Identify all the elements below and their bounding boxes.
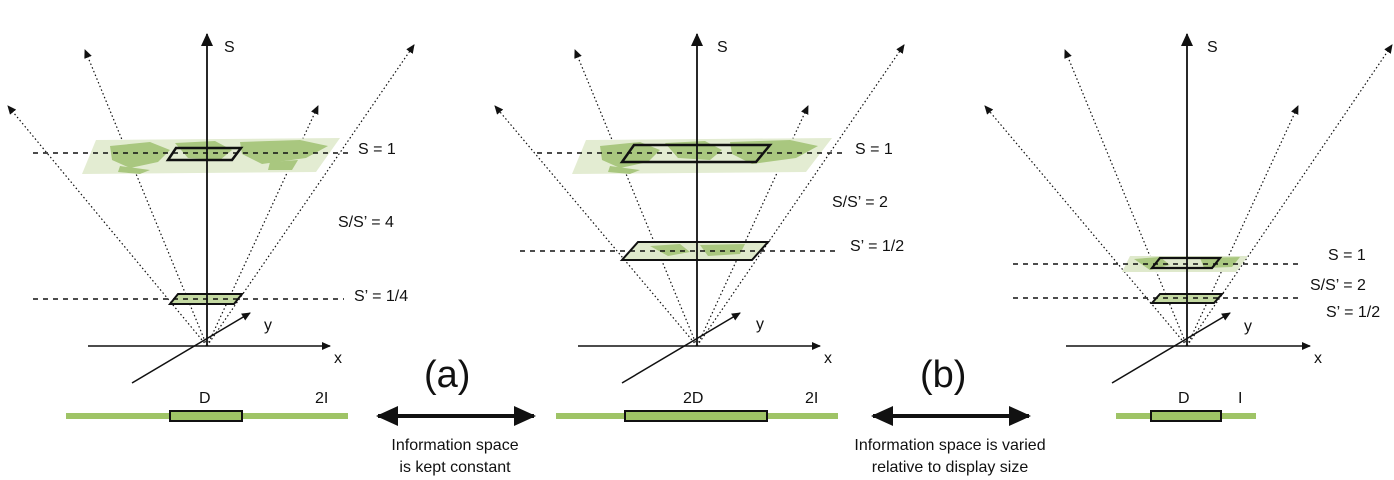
ratio-label: S/S’ = 2 <box>1310 277 1366 294</box>
comparison-a-caption-line1: Information space <box>391 437 518 454</box>
panel-3: S x y S = 1 S/S’ = 2 S’ = 1/2 D I <box>984 33 1393 422</box>
panel-1: S x y S = 1 S/S’ = 4 S’ = 1/4 D 2I <box>7 33 415 422</box>
panel-2: S x y S = 1 S/S’ = 2 S’ = 1/2 2D 2I <box>494 33 905 422</box>
ratio-label: S/S’ = 2 <box>832 194 888 211</box>
axis-x-label: x <box>334 350 342 367</box>
map-plane-top <box>572 138 832 174</box>
comparison-b-caption-line2: relative to display size <box>872 459 1029 476</box>
comparison-b: (b) Information space is varied relative… <box>854 354 1045 476</box>
view-rays <box>494 44 905 347</box>
bottom-plane-label: S’ = 1/2 <box>850 238 904 255</box>
display-bar: D 2I <box>66 390 348 422</box>
info-label: 2I <box>805 390 818 407</box>
axis-y-label: y <box>756 316 764 333</box>
display-bar: 2D 2I <box>556 390 838 422</box>
axis-s-label: S <box>224 39 235 56</box>
info-label: 2I <box>315 390 328 407</box>
comparison-a-caption-line2: is kept constant <box>399 459 511 476</box>
comparison-a-label: (a) <box>424 354 470 396</box>
top-plane-label: S = 1 <box>358 141 396 158</box>
display-label: D <box>199 390 211 407</box>
axis-x-label: x <box>1314 350 1322 367</box>
comparison-b-caption-line1: Information space is varied <box>854 437 1045 454</box>
display-label: 2D <box>683 390 703 407</box>
ratio-label: S/S’ = 4 <box>338 214 394 231</box>
axis-y-label: y <box>264 317 272 334</box>
display-label: D <box>1178 390 1190 407</box>
comparison-a: (a) Information space is kept constant <box>376 354 536 476</box>
axis-s-label: S <box>1207 39 1218 56</box>
bottom-plane-label: S’ = 1/4 <box>354 288 408 305</box>
map-plane-top <box>82 138 340 174</box>
axis-y-label: y <box>1244 318 1252 335</box>
comparison-b-label: (b) <box>920 354 966 396</box>
display-bar: D I <box>1116 390 1256 422</box>
info-label: I <box>1238 390 1242 407</box>
top-plane-label: S = 1 <box>1328 247 1366 264</box>
top-plane-label: S = 1 <box>855 141 893 158</box>
axis-x-label: x <box>824 350 832 367</box>
axis-s-label: S <box>717 39 728 56</box>
bottom-plane-label: S’ = 1/2 <box>1326 304 1380 321</box>
